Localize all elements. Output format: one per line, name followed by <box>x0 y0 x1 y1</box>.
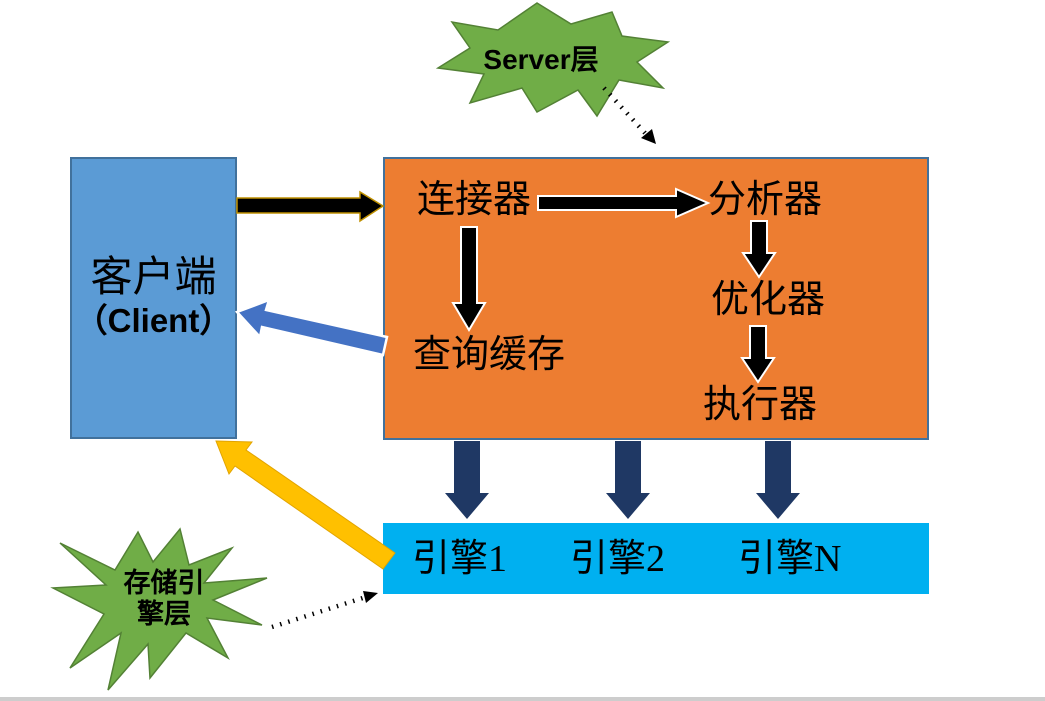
executor-label: 执行器 <box>703 384 818 426</box>
optimizer-label: 优化器 <box>711 279 826 321</box>
analyzer-label: 分析器 <box>708 179 823 221</box>
query-cache-label: 查询缓存 <box>413 334 566 376</box>
storage-layer-pointer-arrow <box>271 591 378 630</box>
server-to-engine-arrow-2 <box>606 441 650 519</box>
bottom-divider <box>0 697 1045 701</box>
storage-layer-star-label: 存储引 擎层 <box>124 568 205 630</box>
client-to-server-arrow <box>236 190 385 223</box>
server-layer-star-label: Server层 <box>483 44 599 75</box>
storage-engine-box <box>383 523 929 594</box>
storage-layer-label-line1: 存储引 <box>123 567 205 598</box>
engine-n-label: 引擎N <box>738 538 842 580</box>
client-box: 客户端 （Client） <box>70 157 237 439</box>
engine-to-client-arrow <box>215 440 396 570</box>
server-to-client-arrow <box>234 297 389 357</box>
engine-1-label: 引擎1 <box>412 538 508 580</box>
storage-layer-label-line2: 擎层 <box>137 599 191 629</box>
server-layer-pointer-arrow <box>602 86 656 144</box>
engine-2-label: 引擎2 <box>570 538 666 580</box>
server-to-engine-arrow-3 <box>756 441 800 519</box>
client-label: 客户端 <box>90 255 217 302</box>
client-label-en: （Client） <box>74 302 233 340</box>
server-to-engine-arrow-1 <box>445 441 489 519</box>
connector-label: 连接器 <box>417 179 532 221</box>
